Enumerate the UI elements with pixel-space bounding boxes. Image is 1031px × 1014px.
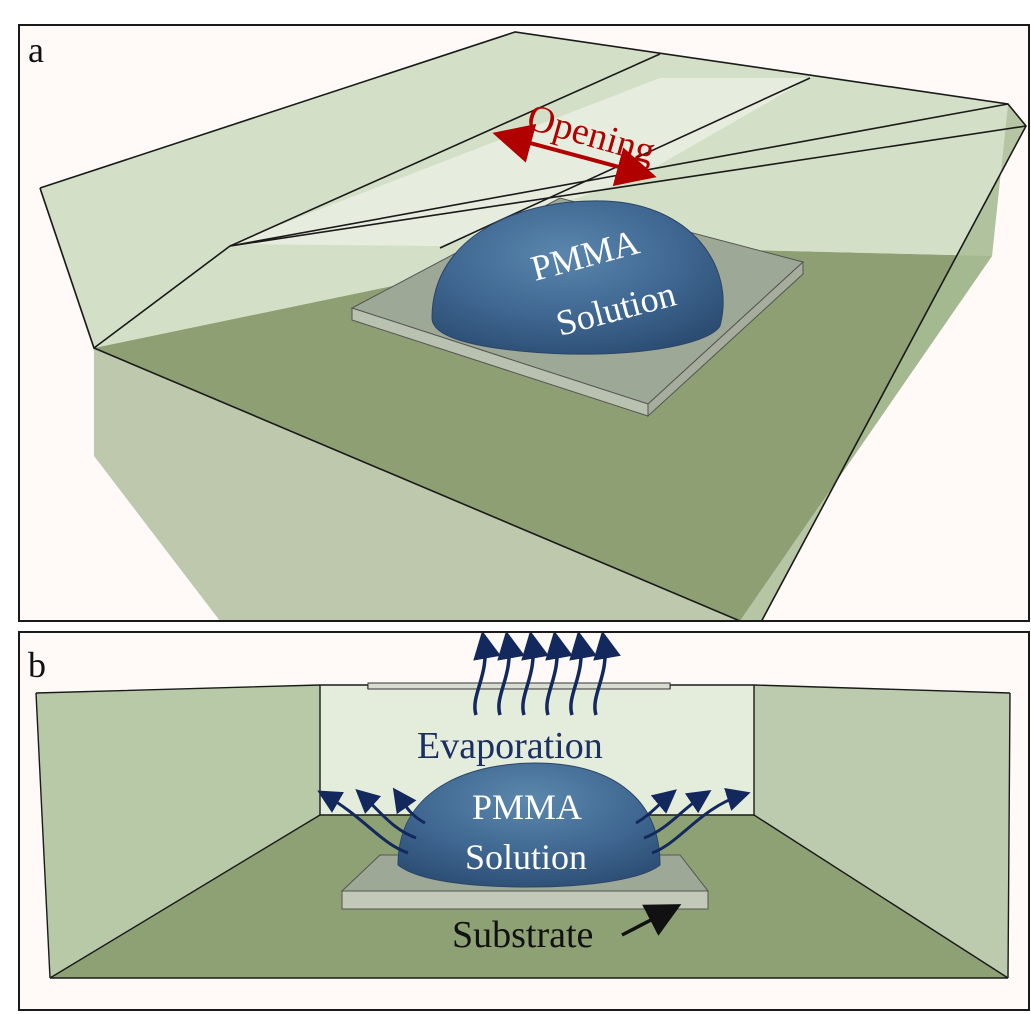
evap-left-2 (355, 788, 417, 840)
panel-b-letter: b (28, 645, 46, 685)
evap-left-3 (392, 787, 426, 825)
panel-b-scene: Evaporation PMMA Solution Substrate (35, 633, 1011, 979)
panel-b: b (18, 631, 1030, 1011)
droplet-label-line1: PMMA (472, 787, 582, 827)
evaporation-label: Evaporation (417, 725, 603, 767)
box-right-wall (754, 685, 1010, 978)
pmma-droplet (431, 200, 724, 355)
evap-arrow-6 (593, 633, 621, 716)
pmma-droplet (397, 762, 661, 888)
substrate-label: Substrate (452, 914, 593, 956)
evaporation-arrows-left (317, 787, 426, 855)
box-left-wall (36, 685, 320, 978)
evap-arrow-2 (497, 633, 525, 716)
evap-right-3 (635, 789, 677, 825)
panel-a-letter: a (28, 30, 44, 70)
evap-arrow-5 (569, 633, 597, 716)
evap-right-2 (643, 790, 712, 840)
substrate-side (647, 260, 804, 418)
evap-arrow-1 (473, 633, 501, 716)
evap-right-1 (651, 787, 751, 855)
evap-arrow-4 (545, 633, 573, 716)
box-floor (94, 246, 992, 620)
evap-arrow-3 (521, 633, 549, 716)
panel-a-scene: Opening PMMA Solution (39, 31, 1027, 620)
opening-arrow (492, 123, 657, 187)
evaporation-arrows-right (635, 787, 751, 855)
evaporation-arrows-top (473, 633, 621, 716)
panel-a: a (18, 24, 1030, 622)
opening-slit (367, 682, 671, 690)
substrate-pointer-arrow (621, 904, 682, 937)
evap-left-1 (317, 790, 409, 855)
substrate-edge (341, 890, 709, 910)
droplet-label-line2: Solution (465, 837, 587, 877)
